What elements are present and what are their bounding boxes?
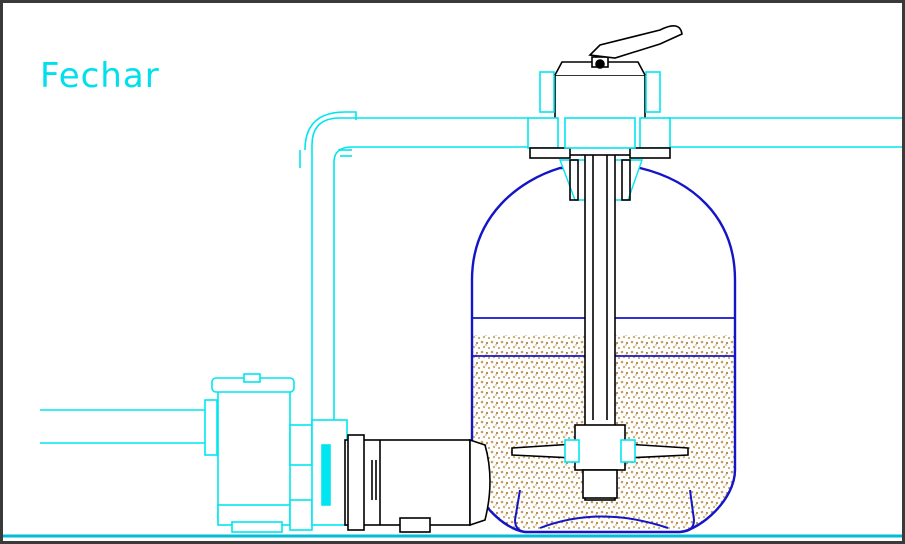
motor-icon xyxy=(344,434,491,533)
inlet-pipe xyxy=(40,409,205,444)
valve-position-label: Fechar xyxy=(40,56,160,96)
valve-handle-icon xyxy=(588,25,683,59)
laterals xyxy=(511,424,689,499)
return-pipe xyxy=(668,117,902,148)
outlet-pipe xyxy=(299,111,528,425)
pump-icon xyxy=(204,373,348,533)
multiport-valve-icon xyxy=(527,25,683,159)
